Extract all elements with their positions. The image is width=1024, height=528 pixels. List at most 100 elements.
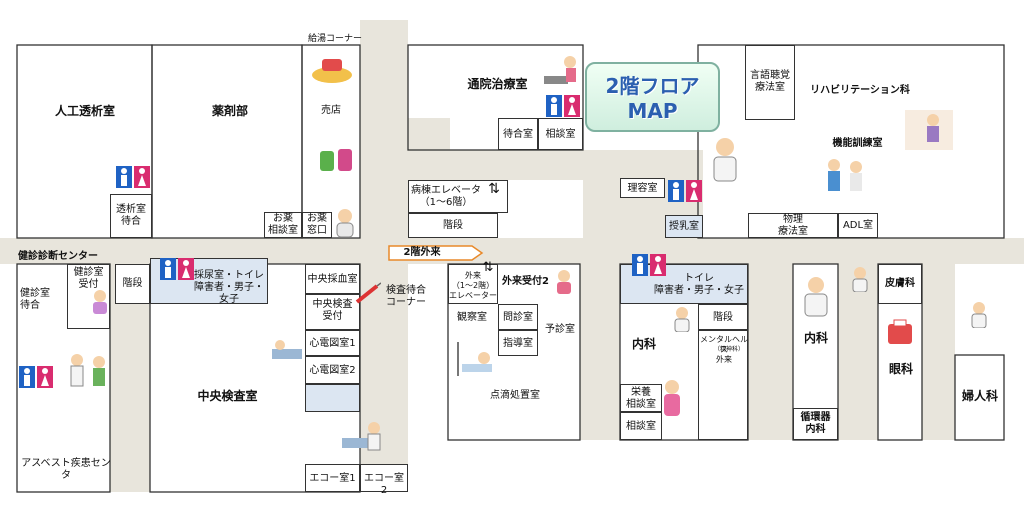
room-echo1[interactable]: エコー室1 (305, 464, 360, 492)
room-gengo-chokaku-label: 言語聴覚 療法室 (750, 70, 790, 93)
room-adl-label: ADL室 (842, 220, 874, 231)
room-gengo-chokaku[interactable]: 言語聴覚 療法室 (745, 45, 795, 120)
room-kaidan-left[interactable]: 階段 (115, 264, 150, 304)
room-monshin-label: 問診室 (503, 312, 533, 323)
room-shido[interactable]: 指導室 (498, 330, 538, 356)
room-yakuzai[interactable]: 薬剤部 (211, 104, 248, 118)
room-echo2[interactable]: エコー室2 (360, 464, 408, 496)
room-junyu[interactable]: 授乳室 (665, 215, 703, 238)
room-reha[interactable]: リハビリテーション科 (810, 85, 910, 96)
restroom-icon (632, 254, 666, 276)
pharmacist-icon (336, 209, 354, 237)
room-mental[interactable]: メンタルヘルス 外来 （精神科） (698, 330, 748, 440)
room-kaidan-left-label: 階段 (122, 278, 143, 289)
room-sodan1[interactable]: 相談室 (538, 118, 583, 150)
room-junyu-label: 授乳室 (669, 221, 699, 232)
ecg-icon (272, 340, 302, 359)
room-kansatsu[interactable]: 観察室 (457, 312, 487, 323)
room-okusuri-sodan[interactable]: お薬 相談室 (264, 212, 302, 238)
room-kaidan-top-label: 階段 (443, 220, 463, 231)
room-ganka[interactable]: 眼科 (888, 362, 913, 376)
ultrasound-icon (342, 422, 381, 451)
restroom-icon (668, 180, 702, 202)
drip-bed-icon (457, 342, 492, 376)
rehab-icon (905, 110, 953, 150)
room-kaidan-top[interactable]: 階段 (408, 213, 498, 238)
room-baiten[interactable]: 売店 (321, 105, 341, 116)
room-shindenzu2[interactable]: 心電図室2 (305, 356, 360, 384)
room-eiyo-sodan[interactable]: 栄養 相談室 (620, 384, 662, 412)
room-butsuri-label: 物理 療法室 (778, 214, 808, 237)
room-butsuri[interactable]: 物理 療法室 (748, 213, 838, 238)
room-kenshin-machiai[interactable]: 健診室 待合 (20, 288, 50, 311)
room-okusuri-madoguchi[interactable]: お薬 窓口 (302, 212, 332, 238)
consultation-icon (70, 354, 105, 387)
room-shindenzu1-label: 心電図室1 (309, 338, 356, 349)
room-byoto-elevator[interactable]: 病棟エレベータ （1～6階） ⇅ (408, 180, 508, 213)
therapy-icon (828, 159, 862, 191)
room-kenshin-center[interactable]: 健診診断センター (18, 251, 98, 262)
room-riyo-label: 理容室 (627, 183, 658, 194)
room-naika-right[interactable]: 内科 (803, 331, 828, 345)
floor-title-badge: 2階フロア MAP (585, 62, 720, 132)
room-shindenzu1[interactable]: 心電図室1 (305, 330, 360, 356)
room-saiyo-toilet-label: 採尿室・トイレ 障害者・男子・女子 (194, 270, 264, 305)
room-hifu[interactable]: 皮膚科 (878, 264, 922, 304)
room-naika-left[interactable]: 内科 (631, 337, 656, 351)
medicine-icon (320, 149, 352, 171)
room-okusuri-madoguchi-label: お薬 窓口 (307, 213, 327, 236)
room-yoshin[interactable]: 予診室 (545, 324, 575, 335)
room-kyuto-corner: 給湯コーナー (307, 34, 362, 44)
room-chuo-kensa[interactable]: 中央検査室 (197, 389, 258, 403)
room-monshin[interactable]: 問診室 (498, 304, 538, 330)
room-kenshin-uketsuke[interactable]: 健診室 受付 (67, 264, 110, 329)
room-asbestos[interactable]: アスベスト疾患センタ (21, 458, 111, 481)
room-machiai[interactable]: 待合室 (498, 118, 538, 150)
room-mental-note: （精神科） (713, 346, 744, 353)
room-gairai-elevator-label: 外来 （1～2階） エレベーター (449, 271, 497, 300)
room-chuo-kensa-uketsuke[interactable]: 中央検査 受付 (305, 294, 360, 330)
doctor-icon (971, 302, 987, 328)
room-gairai-elevator[interactable]: 外来 （1～2階） エレベーター (448, 264, 498, 304)
room-tenteki[interactable]: 点滴処置室 (490, 390, 540, 401)
room-kensa-machiai[interactable]: 検査待合 コーナー (386, 285, 426, 308)
room-echo2-label: エコー室2 (364, 473, 404, 496)
room-shido-label: 指導室 (503, 338, 533, 349)
room-mental-label: メンタルヘルス 外来 (700, 335, 748, 364)
room-sodan1-label: 相談室 (545, 129, 576, 140)
room-storage (305, 384, 360, 412)
room-shindenzu2-label: 心電図室2 (309, 365, 356, 376)
floor-subtitle: MAP (627, 99, 678, 123)
syringe-icon (355, 282, 381, 304)
doctor-icon (852, 267, 868, 292)
room-junkanki[interactable]: 循環器 内科 (793, 408, 838, 440)
room-kino-kunren[interactable]: 機能訓練室 (832, 138, 883, 149)
doctor-icon (674, 307, 690, 332)
room-tsuin-chiryo[interactable]: 通院治療室 (467, 77, 528, 91)
room-kenshin-uketsuke-label: 健診室 受付 (73, 267, 104, 290)
restroom-icon (546, 95, 580, 117)
room-kaidan-right[interactable]: 階段 (698, 304, 748, 330)
room-chuo-saiketsu[interactable]: 中央採血室 (305, 264, 360, 294)
room-sodan2[interactable]: 相談室 (620, 412, 662, 440)
dietitian-icon (664, 380, 680, 416)
room-kaidan-right-label: 階段 (713, 312, 733, 323)
room-sodan2-label: 相談室 (626, 421, 656, 432)
room-riyo[interactable]: 理容室 (620, 178, 665, 198)
room-jinko-toseki[interactable]: 人工透析室 (54, 104, 115, 118)
room-adl[interactable]: ADL室 (838, 213, 878, 238)
room-junkanki-label: 循環器 内科 (800, 412, 831, 435)
restroom-icon (19, 366, 53, 388)
treatment-chair-icon (544, 56, 576, 84)
receptionist-icon (93, 290, 107, 314)
elevator-icon: ⇅ (482, 260, 494, 275)
room-fujin[interactable]: 婦人科 (961, 389, 998, 403)
room-okusuri-sodan-label: お薬 相談室 (268, 213, 298, 236)
restroom-icon (116, 166, 150, 188)
room-hifu-label: 皮膚科 (885, 278, 915, 289)
room-chuo-saiketsu-label: 中央採血室 (307, 274, 358, 285)
gairai-sign-label: 2階外来 (403, 247, 441, 258)
room-gairai-uketsuke2[interactable]: 外来受付2 (502, 276, 549, 287)
room-toseki-machiai[interactable]: 透析室 待合 (110, 194, 152, 238)
restroom-icon (160, 258, 194, 280)
